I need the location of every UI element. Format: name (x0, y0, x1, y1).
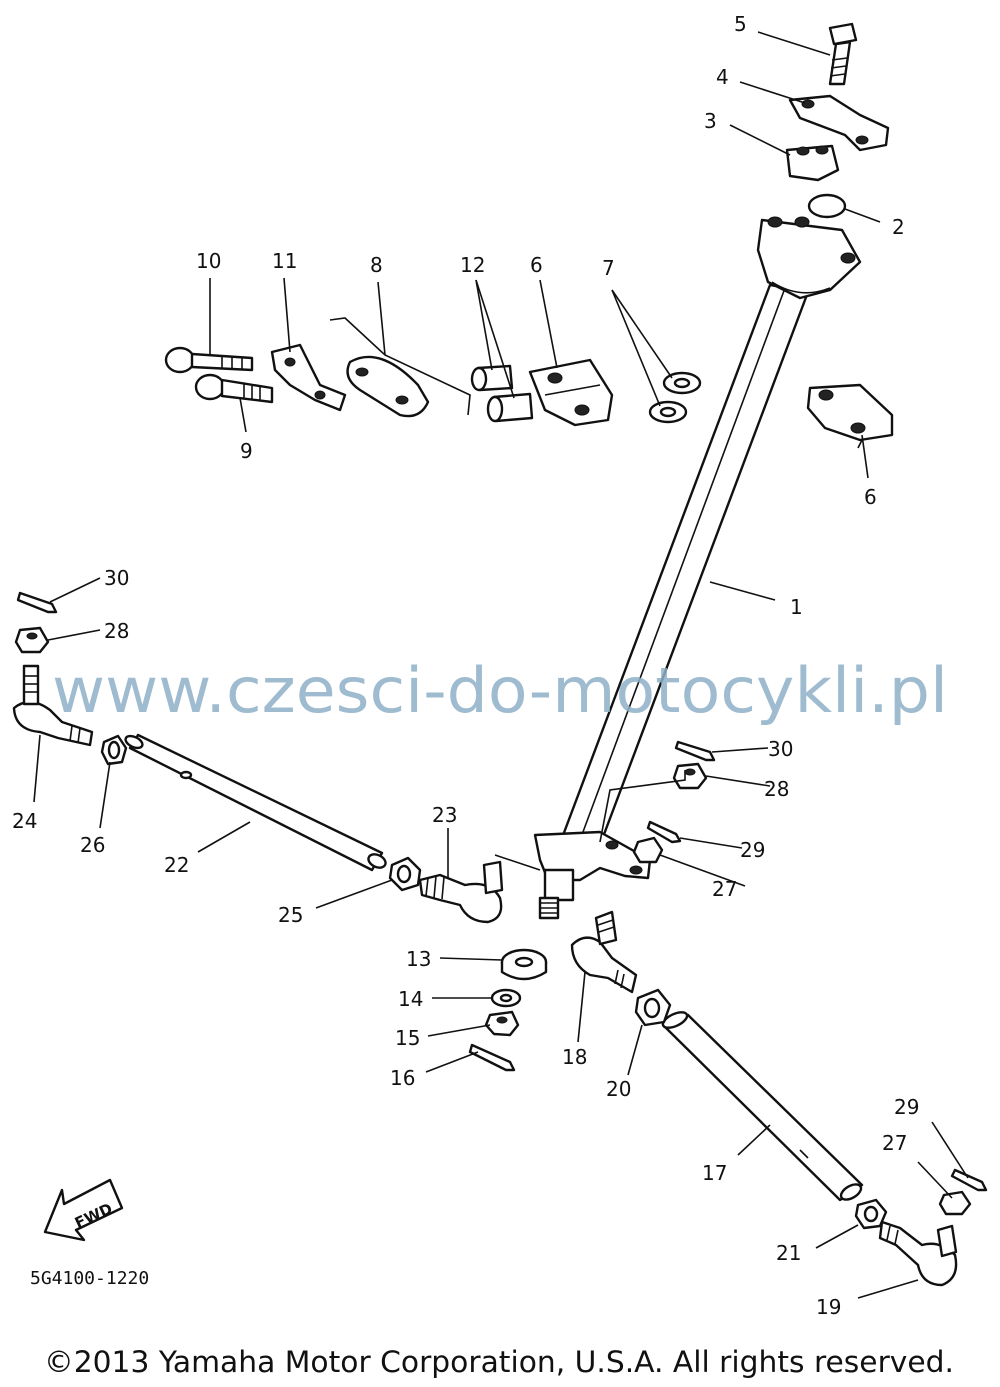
shaft-pitman-arm (533, 830, 652, 920)
callout-label: 6 (530, 253, 543, 277)
callout-label: 29 (894, 1095, 919, 1119)
callout-label: 20 (606, 1077, 631, 1101)
callout-label: 8 (370, 253, 383, 277)
holder-part-6-upper (528, 358, 614, 427)
cotter-pin-part-29-center (646, 820, 682, 844)
holder-part-3 (785, 144, 840, 182)
steering-shaft (560, 283, 810, 847)
callout-label: 3 (704, 109, 717, 133)
callout-label: 11 (272, 249, 297, 273)
callout-label: 13 (406, 947, 431, 971)
tie-rod-part-22 (124, 733, 387, 872)
callout-label: 5 (734, 12, 747, 36)
callout-label: 15 (395, 1026, 420, 1050)
cotter-pin-part-30-right (674, 740, 716, 762)
collars-part-12 (470, 364, 534, 423)
callouts: 1 2 3 4 5 6 6 7 8 9 10 11 12 13 14 15 16… (12, 12, 919, 1319)
lock-nut-part-21 (854, 1198, 888, 1230)
callout-label: 9 (240, 439, 253, 463)
bracket-part-8 (329, 317, 471, 418)
shaft-top-bracket (756, 216, 862, 300)
callout-label: 7 (602, 256, 615, 280)
nut-part-28-right (672, 762, 708, 790)
cotter-pin-part-16 (468, 1043, 516, 1072)
washer-part-14 (490, 988, 522, 1008)
callout-label: 2 (892, 215, 905, 239)
callout-label: 24 (12, 809, 37, 833)
callout-label: 14 (398, 987, 423, 1011)
tie-rod-end-part-18 (570, 910, 638, 994)
bolt-part-10 (164, 346, 254, 374)
plate-part-4 (788, 94, 890, 152)
callout-label: 29 (740, 838, 765, 862)
callout-label: 30 (768, 737, 793, 761)
tie-rod-end-part-24 (12, 664, 94, 747)
lock-plate-part-11 (270, 343, 347, 412)
callout-label: 4 (716, 65, 729, 89)
callout-label: 12 (460, 253, 485, 277)
lock-nut-part-25 (388, 856, 422, 892)
forward-arrow-icon: FWD (43, 1178, 124, 1242)
callout-label: 22 (164, 853, 189, 877)
callout-label: 27 (712, 877, 737, 901)
callout-label: 1 (790, 595, 803, 619)
callout-label: 21 (776, 1241, 801, 1265)
callout-label: 30 (104, 566, 129, 590)
callout-label: 18 (562, 1045, 587, 1069)
seal-part-13 (500, 948, 548, 981)
cotter-pin-part-30-left (16, 591, 58, 614)
callout-label: 17 (702, 1161, 727, 1185)
tie-rod-end-part-23 (418, 860, 504, 924)
lock-nut-part-26 (100, 734, 128, 766)
callout-label: 28 (104, 619, 129, 643)
nut-part-27-center (632, 836, 664, 864)
nut-part-27-right (938, 1190, 972, 1216)
washers-part-7 (648, 371, 702, 424)
callout-label: 25 (278, 903, 303, 927)
callout-label: 16 (390, 1066, 415, 1090)
watermark: www.czesci-do-motocykli.pl (52, 654, 948, 727)
copyright-notice: ©2013 Yamaha Motor Corporation, U.S.A. A… (44, 1345, 954, 1379)
callout-label: 28 (764, 777, 789, 801)
callout-label: 10 (196, 249, 221, 273)
callout-label: 19 (816, 1295, 841, 1319)
callout-label: 6 (864, 485, 877, 509)
nut-part-28-left (14, 626, 50, 654)
lock-nut-part-20 (634, 988, 672, 1027)
plug-part-2 (807, 193, 847, 219)
drawing-code: 5G4100-1220 (30, 1268, 149, 1289)
leader-lines (33, 31, 969, 1299)
holder-part-6-right (806, 383, 894, 442)
callout-label: 26 (80, 833, 105, 857)
callout-label: 27 (882, 1131, 907, 1155)
tie-rod-end-part-19 (878, 1220, 958, 1287)
bolt-part-5 (828, 22, 858, 86)
nut-part-15 (484, 1010, 520, 1037)
callout-label: 23 (432, 803, 457, 827)
tie-rod-part-17 (661, 1011, 864, 1202)
cotter-pin-part-29-right (950, 1168, 988, 1192)
bolt-part-9 (194, 373, 274, 404)
